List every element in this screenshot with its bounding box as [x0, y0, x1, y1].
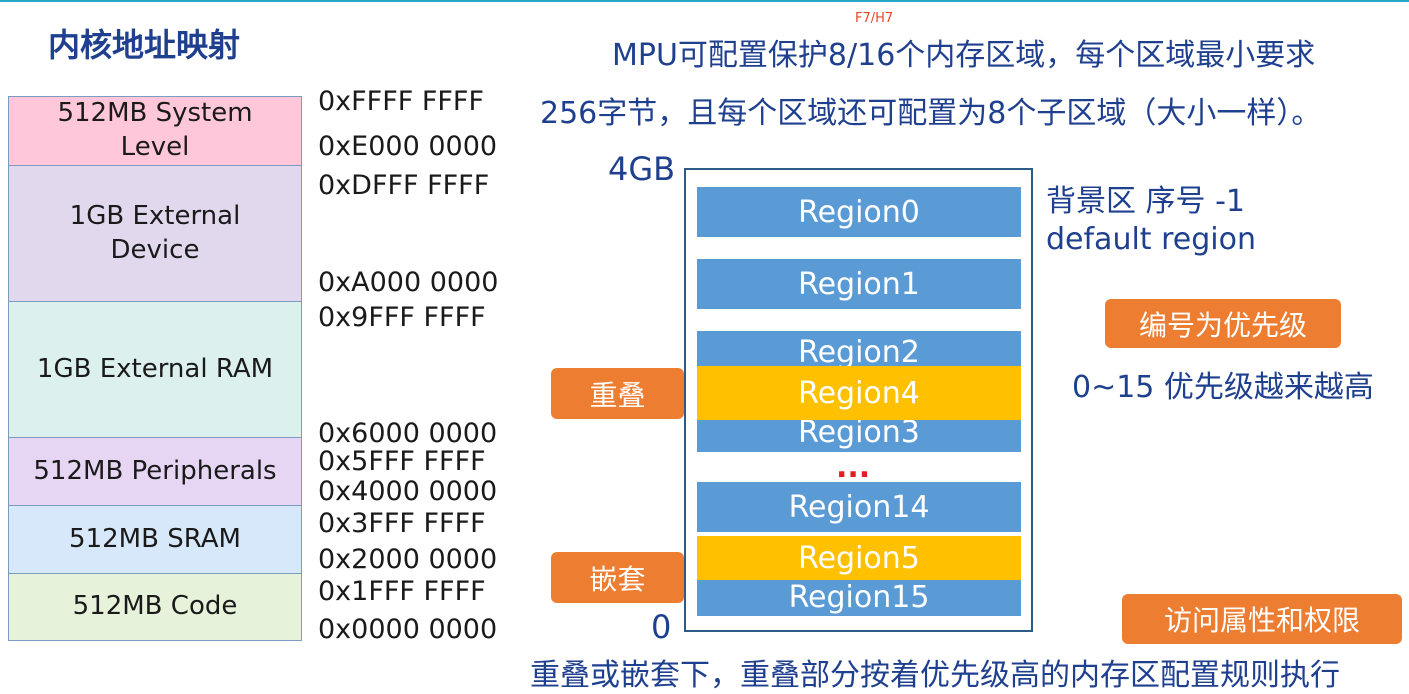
memory-block-sram: 512MB SRAM: [8, 505, 302, 574]
memory-block-label: 512MB Peripherals: [33, 455, 277, 486]
description-line-2: 256字节，且每个区域还可配置为8个子区域（大小一样）。: [540, 96, 1322, 131]
nest-badge: 嵌套: [551, 552, 684, 603]
address-label: 0xDFFF FFFF: [318, 170, 490, 201]
address-label: 0xA000 0000: [318, 267, 499, 298]
region-0: Region0: [697, 187, 1021, 237]
region-14: Region14: [697, 482, 1021, 532]
axis-bottom-label: 0: [651, 608, 672, 646]
priority-badge: 编号为优先级: [1105, 299, 1341, 348]
memory-block-label: 512MB Code: [72, 591, 238, 622]
region-1: Region1: [697, 259, 1021, 309]
address-label: 0x5FFF FFFF: [318, 446, 486, 477]
description-line-1: MPU可配置保护8/16个内存区域，每个区域最小要求: [612, 38, 1316, 73]
region-5: Region5: [697, 536, 1021, 580]
axis-top-label: 4GB: [608, 150, 676, 188]
address-label: 0xFFFF FFFF: [318, 86, 484, 117]
priority-note: 0~15 优先级越来越高: [1072, 370, 1374, 405]
address-label: 0x3FFF FFFF: [318, 508, 486, 539]
region-ellipsis: ...: [836, 450, 871, 485]
address-label: 0x9FFF FFFF: [318, 302, 486, 333]
mpu-address-space-frame: [684, 168, 1033, 632]
memory-block-label: Level: [120, 132, 190, 162]
memory-block-label: 512MB System: [57, 98, 253, 129]
footer-note: 重叠或嵌套下，重叠部分按着优先级高的内存区配置规则执行: [530, 658, 1340, 693]
address-label: 0x1FFF FFFF: [318, 576, 486, 607]
region-4: Region4: [697, 366, 1021, 420]
memory-block-label: 512MB SRAM: [69, 523, 241, 554]
background-region-label: 背景区 序号 -1: [1046, 184, 1245, 219]
memory-block-code: 512MB Code: [8, 573, 302, 641]
address-label: 0x6000 0000: [318, 418, 498, 449]
access-badge: 访问属性和权限: [1122, 594, 1402, 644]
memory-block-label: 1GB External: [69, 200, 241, 231]
memory-block-peripherals: 512MB Peripherals: [8, 437, 302, 506]
chip-family-tag: F7/H7: [855, 11, 894, 26]
page-title: 内核地址映射: [48, 26, 241, 64]
address-label: 0x4000 0000: [318, 476, 498, 507]
top-accent-line: [0, 0, 1409, 2]
default-region-label: default region: [1046, 222, 1256, 257]
region-15: Region15: [697, 578, 1021, 616]
memory-block-label: Device: [110, 234, 200, 265]
address-label: 0x2000 0000: [318, 544, 498, 575]
memory-block-label: 1GB External RAM: [36, 353, 274, 384]
address-label: 0x0000 0000: [318, 614, 498, 645]
address-label: 0xE000 0000: [318, 131, 498, 162]
memory-block-external-ram: 1GB External RAM: [8, 301, 302, 438]
overlap-badge: 重叠: [551, 368, 684, 419]
